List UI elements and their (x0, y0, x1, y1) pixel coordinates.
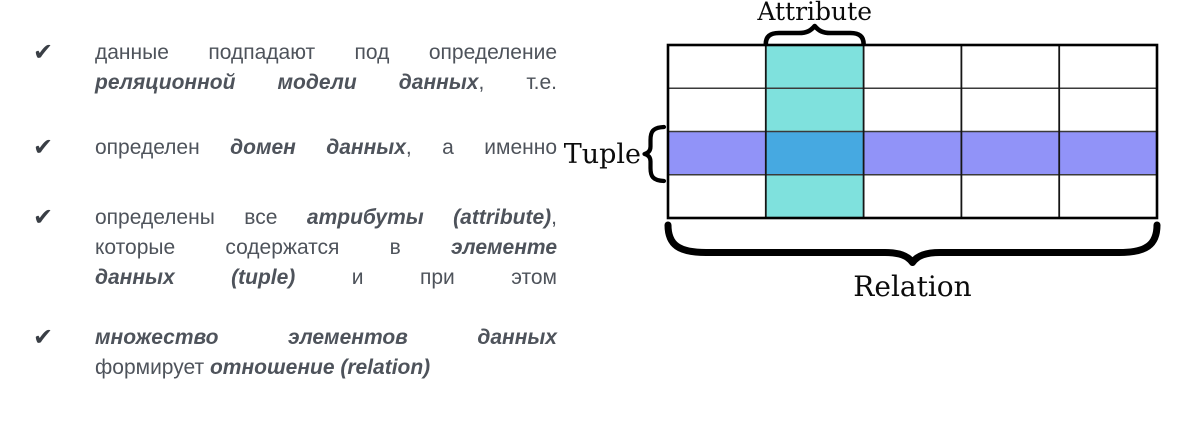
text-segment-emphasis: данных (tuple) (95, 266, 296, 289)
bullet-text: определены все атрибуты (attribute), кот… (95, 203, 557, 293)
text-segment-emphasis: атрибуты (attribute) (306, 206, 552, 229)
attribute-brace (763, 23, 866, 47)
check-icon: ✔ (33, 39, 54, 66)
text-segment-emphasis: множество элементов данных (95, 326, 557, 349)
bullet-text: множество элементов данных формирует отн… (95, 323, 557, 383)
text-segment: данные подпадают под определение (95, 41, 557, 64)
bullet-item: ✔ данные подпадают под определение реляц… (33, 38, 557, 98)
text-segment-emphasis: реляционной модели данных (95, 71, 479, 94)
table-outer-border (666, 43, 1159, 220)
tuple-row-highlight (668, 131, 1157, 175)
check-icon: ✔ (33, 204, 54, 231)
intersection-cell (765, 131, 864, 175)
check-icon: ✔ (33, 134, 54, 161)
tuple-label: Tuple (564, 139, 641, 170)
text-segment-emphasis: отношение (relation) (209, 356, 431, 379)
bullet-line: формирует отношение (relation) (95, 353, 557, 383)
text-segment: , (551, 206, 558, 229)
bullet-line: определены все атрибуты (attribute), (95, 203, 557, 233)
bullet-item: ✔ множество элементов данных формирует о… (33, 323, 557, 383)
bullet-item: ✔ определены все атрибуты (attribute), к… (33, 203, 557, 293)
bullet-text: определен домен данных, а именно (95, 133, 557, 163)
text-segment: определены все (95, 206, 307, 229)
bullet-item: ✔ определен домен данных, а именно (33, 133, 557, 163)
bullet-line: данных (tuple) и при этом (95, 263, 557, 293)
text-segment: которые содержатся в (95, 236, 451, 259)
text-segment: , а именно (405, 136, 557, 159)
bullet-line: которые содержатся в элементе (95, 233, 557, 263)
relation-diagram: Attribute Tuple Relation (564, 0, 1161, 303)
bullet-line: множество элементов данных (95, 323, 557, 353)
relation-label: Relation (853, 270, 971, 303)
check-icon: ✔ (33, 324, 54, 351)
bullet-line: определен домен данных, а именно (95, 133, 557, 163)
bullet-list: ✔ данные подпадают под определение реляц… (33, 0, 557, 383)
tuple-brace (642, 124, 667, 184)
bullet-text: данные подпадают под определение реляцио… (95, 38, 557, 98)
text-segment-emphasis: элементе (450, 236, 557, 259)
relation-brace (664, 221, 1161, 266)
bullet-line: реляционной модели данных, т.е. (95, 68, 557, 98)
text-segment-emphasis: домен данных (230, 136, 406, 159)
bullet-line: данные подпадают под определение (95, 38, 557, 68)
text-segment: определен (95, 136, 231, 159)
text-segment: , т.е. (478, 71, 558, 94)
attribute-label: Attribute (756, 0, 872, 26)
text-segment: формирует (95, 356, 210, 379)
table-grid (668, 45, 1157, 218)
text-segment: и при этом (295, 266, 557, 289)
